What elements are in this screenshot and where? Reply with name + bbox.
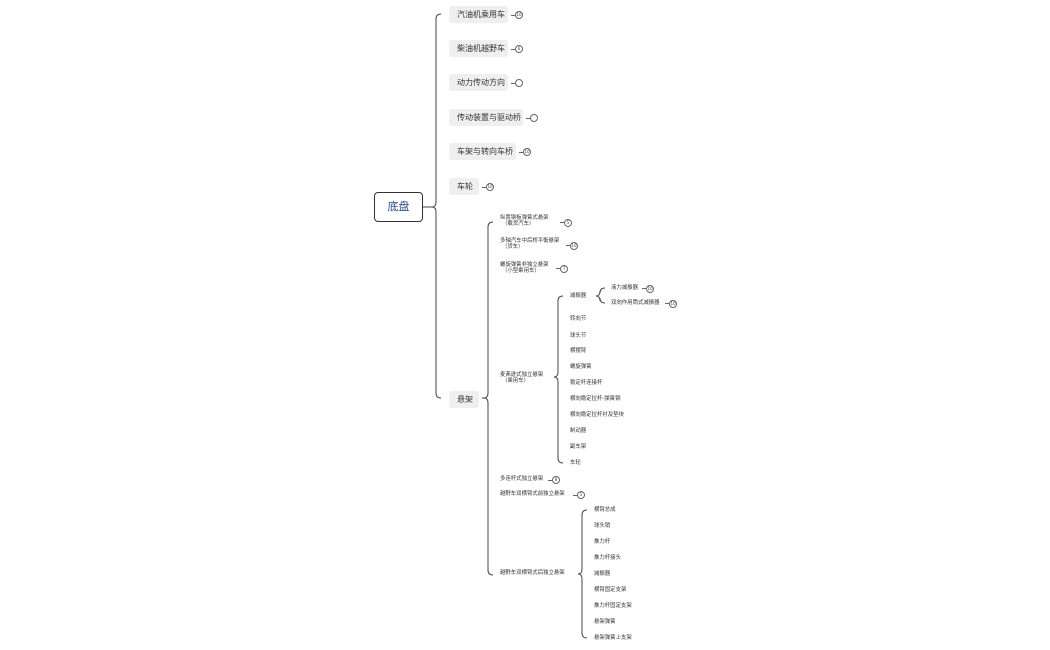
branch-0-stub <box>511 14 515 16</box>
macpherson-part-6[interactable]: 横向稳定拉杆-弹簧钢 <box>570 396 621 402</box>
branch-1-collapse-toggle[interactable]: 6 <box>515 45 523 53</box>
damper-1-stub <box>665 303 669 304</box>
damper-type-1[interactable]: 双向作用筒式减振器 <box>611 300 660 306</box>
damper-brace <box>595 287 606 304</box>
macpherson-part-10[interactable]: 车轮 <box>570 460 581 466</box>
suspension-brace <box>483 221 494 576</box>
suspension-item-label: 多连杆式独立悬架 <box>500 476 544 482</box>
damper-type-0[interactable]: 液力减振器 <box>611 285 638 291</box>
macpherson-part-8[interactable]: 制动器 <box>570 428 587 434</box>
rear-brace <box>577 509 588 639</box>
rear-part-1[interactable]: 球头销 <box>594 523 611 529</box>
suspension-4-collapse-toggle[interactable]: 8 <box>552 476 560 484</box>
suspension-1-collapse-toggle[interactable]: 10 <box>570 241 578 250</box>
suspension-0-collapse-toggle[interactable]: 5 <box>564 218 572 227</box>
suspension-item-4[interactable]: 多连杆式独立悬架 <box>500 476 543 482</box>
branch-node-4[interactable]: 车架与转向车桥 <box>449 143 516 160</box>
macpherson-part-5[interactable]: 稳定杆连接杆 <box>570 380 603 386</box>
macpherson-part-0[interactable]: 减振器 <box>570 293 587 299</box>
macpherson-part-1[interactable]: 转向节 <box>570 316 587 322</box>
suspension-5-stub <box>573 494 577 496</box>
suspension-item-1[interactable]: 多轴汽车中后桥平衡悬架（货车） <box>500 238 559 250</box>
suspension-item-6[interactable]: 越野车双横臂式后独立悬架 <box>500 570 565 576</box>
rear-part-7[interactable]: 悬架弹簧 <box>594 619 616 625</box>
suspension-0-stub <box>560 222 564 223</box>
branch-node-3[interactable]: 传动装置与驱动桥 <box>449 109 523 126</box>
macpherson-part-2[interactable]: 球头节 <box>570 333 587 339</box>
suspension-item-label: 多轴汽车中后桥平衡悬架 <box>500 238 560 244</box>
suspension-item-3[interactable]: 麦弗逊式独立悬架（乘用车） <box>500 372 543 384</box>
suspension-1-stub <box>566 245 570 246</box>
rear-part-0[interactable]: 横臂总成 <box>594 507 616 513</box>
root-node-chassis[interactable]: 底盘 <box>374 192 423 222</box>
macpherson-part-7[interactable]: 横向稳定拉杆衬及垫块 <box>570 412 624 418</box>
macpherson-part-9[interactable]: 副车架 <box>570 444 587 450</box>
branch-node-2[interactable]: 动力传动方向 <box>449 74 508 91</box>
suspension-item-label: 螺旋弹簧非独立悬架 <box>500 262 549 268</box>
branch-2-stub <box>511 82 515 84</box>
damper-1-collapse-toggle[interactable]: 10 <box>669 299 677 308</box>
suspension-2-stub <box>556 268 560 269</box>
suspension-item-0[interactable]: 纵置钢板弹簧式悬架（载货汽车） <box>500 215 549 227</box>
macpherson-brace <box>553 295 564 464</box>
branch-node-1[interactable]: 柴油机越野车 <box>449 40 508 57</box>
suspension-item-note: （货车） <box>502 244 524 251</box>
rear-part-2[interactable]: 推力杆 <box>594 539 611 545</box>
rear-part-8[interactable]: 悬架弹簧上支架 <box>594 635 632 641</box>
branch-1-stub <box>511 48 515 50</box>
macpherson-part-3[interactable]: 横摆臂 <box>570 348 587 354</box>
branch-5-collapse-toggle[interactable]: 10 <box>486 183 494 191</box>
suspension-item-label: 麦弗逊式独立悬架 <box>500 372 544 378</box>
branch-0-collapse-toggle[interactable]: 10 <box>515 11 523 19</box>
suspension-item-5[interactable]: 越野车双横臂式前独立悬架 <box>500 491 565 497</box>
branch-4-collapse-toggle[interactable]: 10 <box>523 148 531 156</box>
suspension-item-label: 越野车双横臂式后独立悬架 <box>500 570 565 576</box>
damper-0-collapse-toggle[interactable]: 10 <box>646 284 654 293</box>
macpherson-part-4[interactable]: 螺旋弹簧 <box>570 364 592 370</box>
root-brace <box>431 13 442 399</box>
damper-0-stub <box>642 288 646 289</box>
suspension-2-collapse-toggle[interactable]: 7 <box>560 264 568 273</box>
branch-node-5[interactable]: 车轮 <box>449 178 479 195</box>
suspension-5-collapse-toggle[interactable]: 5 <box>577 491 585 499</box>
branch-node-6[interactable]: 悬架 <box>449 391 479 408</box>
branch-3-stub <box>526 117 530 119</box>
rear-part-5[interactable]: 横臂固定支架 <box>594 587 627 593</box>
branch-2-collapse-toggle[interactable] <box>515 79 523 87</box>
branch-3-collapse-toggle[interactable] <box>530 114 538 122</box>
suspension-item-label: 纵置钢板弹簧式悬架 <box>500 215 549 221</box>
rear-part-6[interactable]: 推力杆固定支架 <box>594 603 632 609</box>
suspension-item-label: 越野车双横臂式前独立悬架 <box>500 491 565 497</box>
suspension-item-note: （乘用车） <box>502 378 529 385</box>
rear-part-4[interactable]: 减振器 <box>594 571 611 577</box>
branch-4-stub <box>519 151 523 153</box>
suspension-item-note: （小型乘用车） <box>502 268 540 275</box>
rear-part-3[interactable]: 推力杆接头 <box>594 555 621 561</box>
suspension-item-2[interactable]: 螺旋弹簧非独立悬架（小型乘用车） <box>500 262 549 274</box>
suspension-item-note: （载货汽车） <box>502 221 535 228</box>
suspension-4-stub <box>548 479 552 481</box>
branch-node-0[interactable]: 汽油机乘用车 <box>449 6 508 23</box>
branch-5-stub <box>482 186 486 188</box>
